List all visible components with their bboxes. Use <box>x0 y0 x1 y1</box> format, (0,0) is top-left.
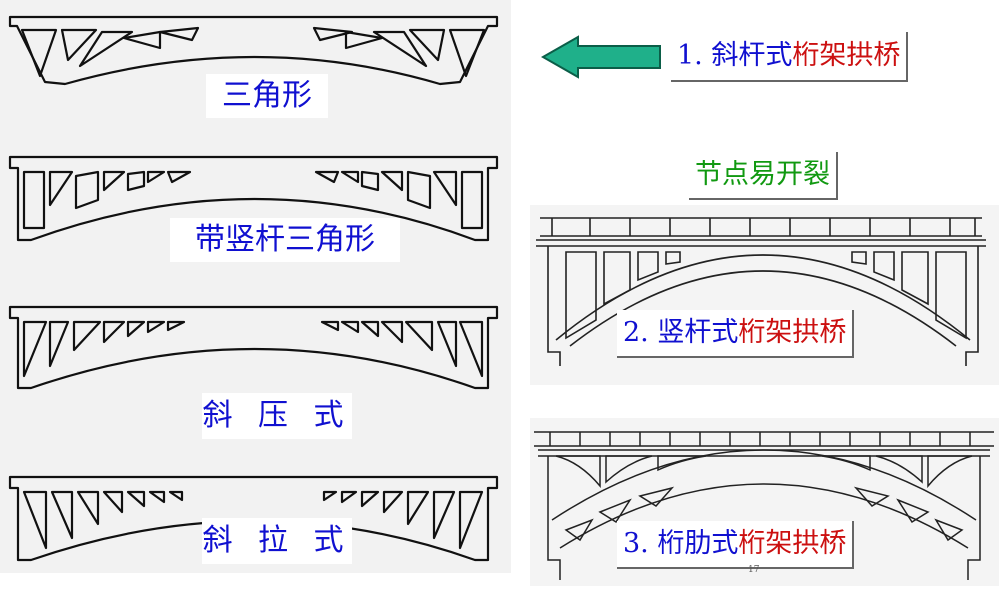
callout-vertical-truss-arch: 2. 竖杆式桁架拱桥 <box>617 310 855 358</box>
truss-rib-bridge-drawing <box>534 431 994 580</box>
page-mark: 17 <box>748 565 760 575</box>
callout-number: 3. <box>623 528 649 559</box>
callout-highlight: 桁架拱桥 <box>738 528 847 559</box>
triangle-truss-drawing <box>8 15 499 86</box>
label-triangle: 三角形 <box>206 74 328 118</box>
callout-kind: 竖杆式 <box>657 317 739 348</box>
callout-number: 2. <box>623 317 649 348</box>
callout-number: 1. <box>677 40 703 71</box>
note-joint-cracking: 节点易开裂 <box>689 152 838 200</box>
callout-truss-rib-arch: 3. 桁肋式桁架拱桥 <box>617 521 855 569</box>
callout-kind: 桁肋式 <box>657 528 739 559</box>
label-diagonal-tension: 斜 拉 式 <box>202 518 352 564</box>
callout-diagonal-truss-arch: 1. 斜杆式桁架拱桥 <box>671 32 909 82</box>
vertical-triangle-truss-drawing <box>8 155 499 242</box>
callout-highlight: 桁架拱桥 <box>738 317 847 348</box>
label-diagonal-compression: 斜 压 式 <box>202 393 352 439</box>
pointer-arrow-icon <box>540 35 661 79</box>
callout-kind: 斜杆式 <box>711 40 793 71</box>
vertical-truss-bridge-drawing <box>536 217 986 366</box>
diagonal-compression-truss-drawing <box>8 305 499 390</box>
callout-highlight: 桁架拱桥 <box>792 40 901 71</box>
label-vertical-triangle: 带竖杆三角形 <box>170 218 400 262</box>
